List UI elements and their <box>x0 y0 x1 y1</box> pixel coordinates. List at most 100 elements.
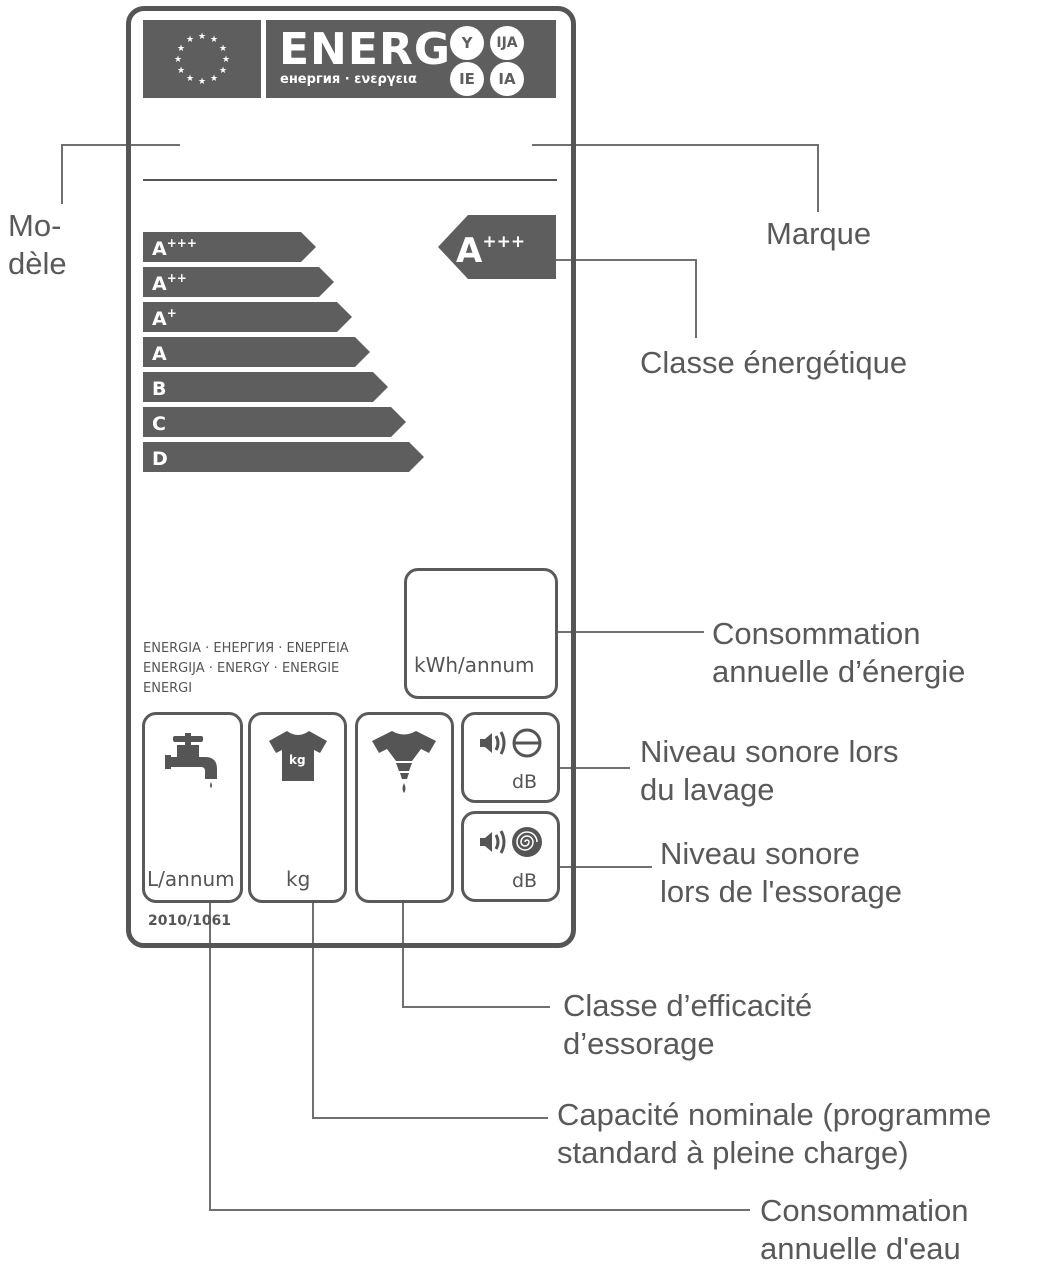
bar-a3plus-sup: +++ <box>167 236 197 250</box>
scale-bar-aplus: A+ <box>143 302 352 332</box>
model-callout-line-2: dèle <box>8 246 67 281</box>
bar-aplus-sup: + <box>167 306 177 320</box>
spin-class-leader-line <box>402 885 550 1008</box>
bar-d-letter: D <box>152 448 168 470</box>
header-divider <box>143 179 557 181</box>
svg-text:★: ★ <box>210 74 218 84</box>
bar-a2plus-sup: ++ <box>167 271 187 285</box>
spin-efficiency-box <box>355 712 454 903</box>
brand-callout: Marque <box>766 215 871 253</box>
water-unit: L/annum <box>147 867 235 891</box>
suffix-ija-badge: IJA <box>490 26 524 60</box>
energy-class-callout-line-1: Classe énergétique <box>640 345 908 380</box>
energy-scale: A+++ A++ A+ A B C D <box>143 232 424 472</box>
svg-text:★: ★ <box>177 66 185 76</box>
spin-noise-icon <box>480 827 542 857</box>
current-class-sup: +++ <box>482 232 525 252</box>
scale-bar-a3plus: A+++ <box>143 232 316 262</box>
spin-noise-box: dB <box>461 811 560 902</box>
energy-unit: kWh/annum <box>414 653 535 677</box>
annual-water-callout-line-2: annuelle d'eau <box>760 1231 961 1266</box>
scale-bar-a: A <box>143 337 370 367</box>
suffix-ie-badge: IE <box>450 62 484 96</box>
scale-bar-b: B <box>143 372 388 402</box>
brand-callout-line-1: Marque <box>766 216 872 251</box>
capacity-unit: kg <box>286 867 311 891</box>
svg-text:★: ★ <box>198 32 206 42</box>
energy-consumption-box: kWh/annum <box>404 568 558 699</box>
svg-text:★: ★ <box>222 55 230 65</box>
capacity-leader-line <box>312 895 548 1119</box>
energy-word-lines: ENERGIA · ЕНЕРГИЯ · ΕΝΕΡΓΕΙΑ ENERGIJA · … <box>143 639 349 699</box>
wash-noise-callout-line-1: Niveau sonore lors <box>640 734 899 769</box>
svg-text:★: ★ <box>219 44 227 54</box>
spin-class-callout-line-1: Classe d’efficacité <box>563 988 813 1023</box>
svg-text:A+++: A+++ <box>152 236 197 260</box>
energy-word-line-3: ENERGI <box>143 681 193 696</box>
brand-leader-line <box>532 144 819 212</box>
svg-text:★: ★ <box>210 35 218 45</box>
wash-noise-icon <box>480 728 542 758</box>
current-class-arrow: A+++ <box>438 215 556 279</box>
eu-flag: ★ ★ ★ ★ ★ ★ ★ ★ ★ ★ ★ ★ <box>143 20 261 98</box>
current-class-letter: A <box>456 231 483 271</box>
spin-noise-callout-line-1: Niveau sonore <box>660 836 860 871</box>
wash-noise-callout: Niveau sonore lors du lavage <box>640 733 898 809</box>
bar-b-letter: B <box>152 378 166 400</box>
svg-text:A+++: A+++ <box>456 231 525 271</box>
scale-bar-a2plus: A++ <box>143 267 334 297</box>
suffix-y-badge: Y <box>450 26 484 60</box>
energy-label-frame <box>126 6 576 948</box>
annual-water-callout: Consommation annuelle d'eau <box>760 1192 968 1268</box>
capacity-callout-line-2: standard à pleine charge) <box>557 1135 909 1170</box>
svg-text:★: ★ <box>186 74 194 84</box>
annual-water-leader-line <box>209 895 750 1211</box>
energy-word-line-1: ENERGIA · ЕНЕРГИЯ · ΕΝΕΡΓΕΙΑ <box>143 641 349 656</box>
water-tap-icon <box>165 733 217 788</box>
water-consumption-box: L/annum <box>142 712 243 903</box>
spin-class-callout: Classe d’efficacité d’essorage <box>563 987 812 1063</box>
spin-drying-icon <box>372 731 436 793</box>
bar-c-letter: C <box>152 413 166 435</box>
eu-stars-icon: ★ ★ ★ ★ ★ ★ ★ ★ ★ ★ ★ ★ <box>174 32 230 87</box>
wash-noise-unit: dB <box>512 771 538 793</box>
svg-text:★: ★ <box>198 77 206 87</box>
annual-energy-callout-line-1: Consommation <box>712 616 921 651</box>
svg-text:★: ★ <box>174 55 182 65</box>
scale-bar-c: C <box>143 407 406 437</box>
tshirt-kg-text: kg <box>289 753 306 767</box>
svg-text:A+: A+ <box>152 306 177 330</box>
annual-water-callout-line-1: Consommation <box>760 1193 969 1228</box>
model-callout-line-1: Mo- <box>8 208 62 243</box>
svg-text:★: ★ <box>219 66 227 76</box>
bar-a2plus-letter: A <box>152 273 167 295</box>
spin-noise-unit: dB <box>512 870 538 892</box>
energy-class-leader-line <box>555 259 697 338</box>
model-leader-line <box>61 144 180 204</box>
energy-word-line-2: ENERGIJA · ENERGY · ENERGIE <box>143 661 340 676</box>
wash-noise-box: dB <box>461 712 560 803</box>
annual-energy-callout-line-2: annuelle d’énergie <box>712 654 966 689</box>
tshirt-icon <box>269 731 327 781</box>
bar-aplus-letter: A <box>152 308 167 330</box>
svg-text:A++: A++ <box>152 271 187 295</box>
svg-text:★: ★ <box>177 44 185 54</box>
annual-energy-callout: Consommation annuelle d’énergie <box>712 615 965 691</box>
spin-noise-callout-line-2: lors de l'essorage <box>660 874 902 909</box>
energy-logo: ENERG енергия · ενεργεια Y IJA IE IA <box>266 20 556 98</box>
model-callout: Mo- dèle <box>8 207 67 283</box>
bar-a3plus-letter: A <box>152 238 167 260</box>
regulation-number: 2010/1061 <box>148 913 232 929</box>
scale-bar-d: D <box>143 442 424 472</box>
capacity-callout-line-1: Capacité nominale (programme <box>557 1097 992 1132</box>
capacity-box: kg kg <box>248 712 347 903</box>
spin-class-callout-line-2: d’essorage <box>563 1026 715 1061</box>
logo-subtitle: енергия · ενεργεια <box>280 72 417 87</box>
spin-noise-callout: Niveau sonore lors de l'essorage <box>660 835 902 911</box>
wash-noise-callout-line-2: du lavage <box>640 772 775 807</box>
logo-word: ENERG <box>279 24 451 75</box>
energy-class-callout: Classe énergétique <box>640 344 907 382</box>
bar-a-letter: A <box>152 343 167 365</box>
suffix-ia-badge: IA <box>490 62 524 96</box>
capacity-callout: Capacité nominale (programme standard à … <box>557 1096 991 1172</box>
